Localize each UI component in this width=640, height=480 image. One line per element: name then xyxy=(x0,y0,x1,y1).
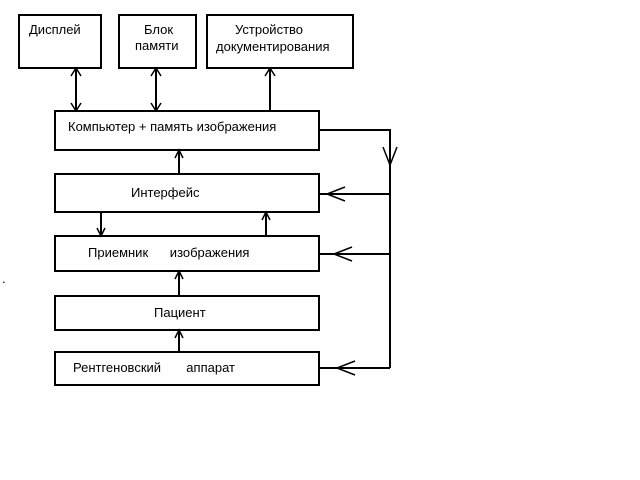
receiver-to-interface-arrow xyxy=(261,210,271,236)
display-block: Дисплей xyxy=(18,14,102,69)
display-computer-arrow xyxy=(70,66,82,113)
interface-to-computer-arrow xyxy=(174,148,184,174)
xray-apparatus-label: Рентгеновский аппарат xyxy=(73,360,235,375)
documenting-device-block: Устройство документирования xyxy=(206,14,354,69)
memory-label-line-2: памяти xyxy=(135,38,178,53)
bus-to-receiver-arrow xyxy=(319,246,390,262)
image-receiver-block: Приемник изображения xyxy=(54,235,320,272)
memory-computer-arrow xyxy=(150,66,162,113)
computer-label: Компьютер + память изображения xyxy=(68,119,276,134)
interface-label: Интерфейс xyxy=(131,185,200,200)
memory-block: Блок памяти xyxy=(118,14,197,69)
patient-block: Пациент xyxy=(54,295,320,331)
control-bus xyxy=(319,129,398,368)
computer-to-documenting-arrow xyxy=(264,66,276,111)
documenting-label-line-1: Устройство xyxy=(235,22,303,37)
xray-apparatus-block: Рентгеновский аппарат xyxy=(54,351,320,386)
documenting-label-line-2: документирования xyxy=(216,39,330,54)
interface-to-receiver-arrow xyxy=(96,212,106,238)
memory-label-line-1: Блок xyxy=(144,22,173,37)
display-label: Дисплей xyxy=(29,22,81,37)
patient-to-receiver-arrow xyxy=(174,269,184,296)
interface-block: Интерфейс xyxy=(54,173,320,213)
image-receiver-label: Приемник изображения xyxy=(88,245,249,260)
stray-dot: . xyxy=(2,271,6,286)
bus-to-xray-arrow xyxy=(319,360,390,376)
computer-block: Компьютер + память изображения xyxy=(54,110,320,151)
xray-to-patient-arrow xyxy=(174,328,184,352)
patient-label: Пациент xyxy=(154,305,206,320)
bus-to-interface-arrow xyxy=(319,186,390,202)
